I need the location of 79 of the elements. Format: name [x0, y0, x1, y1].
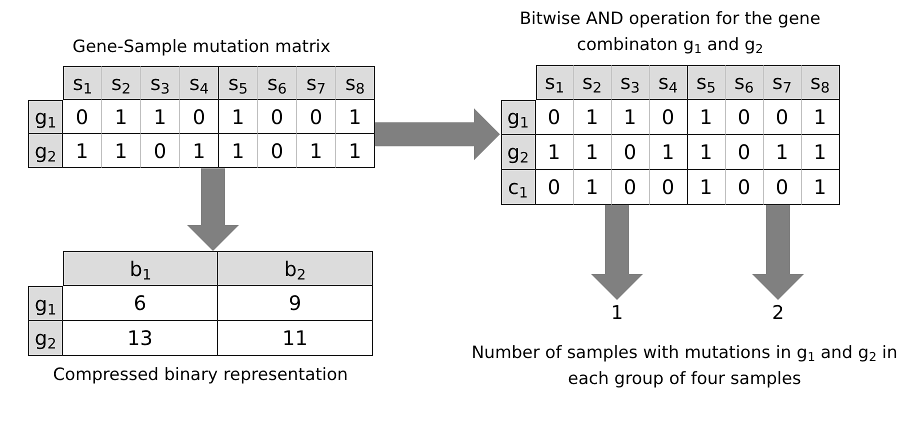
matrix-value: 1 — [612, 100, 650, 135]
matrix-value: 1 — [102, 100, 141, 134]
result-caption: Number of samples with mutations in g$_{1}$ and g$_{2}$ in each group of four samples — [470, 342, 899, 392]
matrix-value: 0 — [612, 170, 650, 205]
matrix-value: 1 — [219, 100, 258, 134]
matrix-value: 1 — [802, 100, 840, 135]
matrix-value: 1 — [764, 134, 802, 170]
column-header: s$_{3}$ — [141, 66, 180, 100]
matrix-value: 1 — [63, 134, 102, 168]
block-arrow — [375, 108, 500, 160]
matrix-value: 1 — [688, 100, 726, 135]
column-header: s$_{6}$ — [726, 64, 764, 100]
matrix-value: 1 — [336, 134, 375, 168]
matrix-value: 1 — [802, 170, 840, 205]
matrix-value: 9 — [218, 286, 373, 321]
matrix-value: 0 — [726, 100, 764, 135]
matrix-value: 1 — [650, 134, 688, 170]
matrix-value: 0 — [612, 134, 650, 170]
matrix-value: 0 — [764, 100, 802, 135]
matrix-value: 1 — [802, 134, 840, 170]
row-header: g$_{1}$ — [28, 286, 63, 321]
matrix-value: 0 — [297, 100, 336, 134]
column-header: b$_{2}$ — [218, 251, 373, 286]
matrix-value: 1 — [336, 100, 375, 134]
column-header: s$_{8}$ — [802, 64, 840, 100]
table-title: Compressed binary representation — [53, 364, 348, 387]
column-header: s$_{7}$ — [764, 64, 802, 100]
count-value: 2 — [770, 301, 786, 326]
row-header: g$_{2}$ — [28, 134, 63, 168]
matrix-value: 0 — [180, 100, 219, 134]
column-header: s$_{2}$ — [574, 64, 612, 100]
matrix-value: 1 — [688, 170, 726, 205]
row-header: g$_{2}$ — [28, 321, 63, 356]
matrix-value: 0 — [258, 100, 297, 134]
row-header: g$_{2}$ — [500, 134, 536, 170]
matrix-value: 0 — [726, 134, 764, 170]
matrix-value: 0 — [536, 170, 574, 205]
matrix-value: 1 — [180, 134, 219, 168]
matrix-value: 1 — [102, 134, 141, 168]
matrix-value: 1 — [536, 134, 574, 170]
table-title: Gene-Sample mutation matrix — [72, 36, 330, 59]
column-header: s$_{4}$ — [650, 64, 688, 100]
matrix-value: 1 — [141, 100, 180, 134]
column-header: s$_{6}$ — [258, 66, 297, 100]
column-header: s$_{5}$ — [688, 64, 726, 100]
row-header: g$_{1}$ — [28, 100, 63, 134]
matrix-value: 1 — [688, 134, 726, 170]
matrix-value: 6 — [63, 286, 218, 321]
column-header: s$_{3}$ — [612, 64, 650, 100]
table-title: Bitwise AND operation for the gene combinaton g$_{1}$ and g$_{2}$ — [518, 8, 822, 58]
row-header: c$_{1}$ — [500, 170, 536, 205]
matrix-value: 0 — [141, 134, 180, 168]
column-header: s$_{2}$ — [102, 66, 141, 100]
column-header: s$_{5}$ — [219, 66, 258, 100]
column-header: s$_{1}$ — [63, 66, 102, 100]
matrix-value: 13 — [63, 321, 218, 356]
matrix-value: 0 — [258, 134, 297, 168]
block-arrow — [187, 168, 239, 251]
column-header: s$_{1}$ — [536, 64, 574, 100]
matrix-value: 1 — [219, 134, 258, 168]
matrix-value: 0 — [536, 100, 574, 135]
column-header: s$_{7}$ — [297, 66, 336, 100]
matrix-value: 1 — [574, 100, 612, 135]
matrix-value: 0 — [764, 170, 802, 205]
matrix-value: 0 — [63, 100, 102, 134]
column-header: b$_{1}$ — [63, 251, 218, 286]
row-header: g$_{1}$ — [500, 100, 536, 135]
matrix-value: 0 — [650, 170, 688, 205]
column-header: s$_{8}$ — [336, 66, 375, 100]
matrix-value: 1 — [574, 134, 612, 170]
block-arrow — [591, 204, 643, 300]
matrix-value: 0 — [726, 170, 764, 205]
block-arrow — [752, 204, 804, 300]
matrix-value: 1 — [574, 170, 612, 205]
count-value: 1 — [610, 301, 624, 326]
matrix-value: 1 — [297, 134, 336, 168]
matrix-value: 11 — [218, 321, 373, 356]
matrix-value: 0 — [650, 100, 688, 135]
column-header: s$_{4}$ — [180, 66, 219, 100]
